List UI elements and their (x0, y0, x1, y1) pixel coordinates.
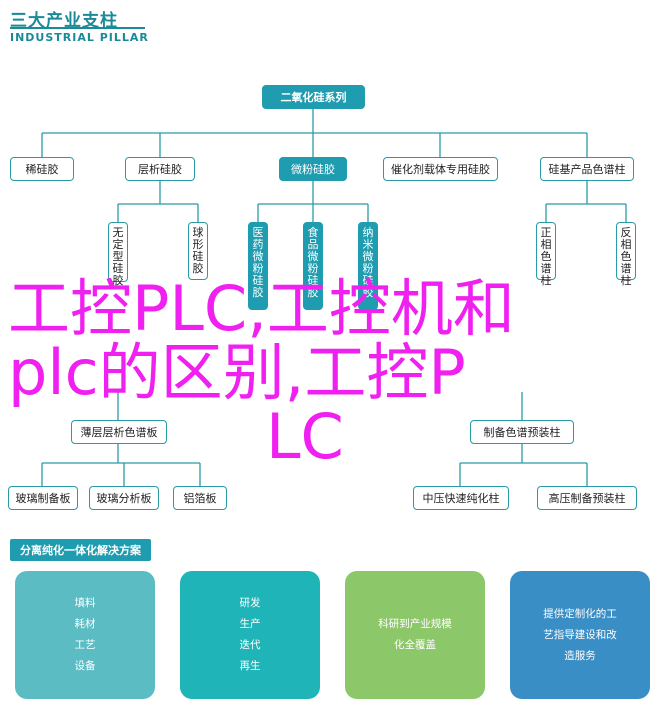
level2-node-reverse-phase-column: 反相色谱柱 (616, 222, 636, 287)
level2-node-pharma-micropowder: 医药微粉硅胶 (248, 222, 268, 310)
lower-left-child-glass-analysis-plate: 玻璃分析板 (89, 486, 159, 510)
card-line: 化全覆盖 (394, 639, 436, 651)
card-line: 设备 (74, 660, 96, 672)
lower-right-child-high-pressure-column: 高压制备预装柱 (537, 486, 637, 510)
overlay-title-line-3: LC (266, 400, 344, 473)
level1-node-silica-columns: 硅基产品色谱柱 (540, 157, 634, 181)
card-line: 提供定制化的工 (543, 607, 617, 620)
solution-card-coverage: 科研到产业规模 化全覆盖 (345, 571, 485, 699)
level1-node-catalyst-carrier-silica-gel: 催化剂载体专用硅胶 (383, 157, 498, 181)
solution-card-custom-service: 提供定制化的工 艺指导建设和改 造服务 (510, 571, 650, 699)
card-line: 工艺 (74, 639, 96, 651)
card-line: 科研到产业规模 (378, 618, 452, 630)
level2-node-spherical-silica: 球形硅胶 (188, 222, 208, 280)
lower-right-child-medium-pressure-column: 中压快速纯化柱 (413, 486, 509, 510)
solution-card-lifecycle: 研发 生产 迭代 再生 (180, 571, 320, 699)
diagram-root-node: 二氧化硅系列 (262, 85, 365, 109)
card-line: 研发 (239, 597, 261, 609)
overlay-title-line-2: plc的区别,工控P (8, 336, 466, 409)
connector-lines (41, 108, 627, 486)
card-line: 迭代 (239, 639, 261, 651)
brand-divider (10, 27, 145, 29)
lower-left-child-glass-prep-plate: 玻璃制备板 (8, 486, 78, 510)
level1-node-micropowder-silica-gel: 微粉硅胶 (279, 157, 347, 181)
card-line: 艺指导建设和改 (543, 628, 617, 641)
level2-node-nano-micropowder: 纳米微粉硅胶 (358, 222, 378, 310)
solution-card-materials: 填料 耗材 工艺 设备 (15, 571, 155, 699)
level2-node-normal-phase-column: 正相色谱柱 (536, 222, 556, 287)
solutions-section-title: 分离纯化一体化解决方案 (10, 539, 151, 561)
level2-node-amorphous-silica: 无定型硅胶 (108, 222, 128, 287)
brand-name-en: INDUSTRIAL PILLAR (10, 31, 149, 44)
lower-left-parent-node: 薄层层析色谱板 (71, 420, 167, 444)
overlay-title-line-1: 工控PLC,工控机和 (8, 272, 515, 345)
lower-right-parent-node: 制备色谱预装柱 (470, 420, 574, 444)
level1-node-chromatography-silica-gel: 层析硅胶 (125, 157, 195, 181)
card-line: 填料 (74, 597, 96, 609)
card-line: 生产 (239, 618, 261, 630)
card-line: 耗材 (74, 618, 96, 630)
lower-left-child-aluminum-foil-plate: 铝箔板 (173, 486, 227, 510)
card-line: 造服务 (564, 649, 596, 662)
level1-node-xi-silica-gel: 稀硅胶 (10, 157, 74, 181)
level2-node-food-micropowder: 食品微粉硅胶 (303, 222, 323, 310)
brand-name-cn: 三大产业支柱 (10, 11, 118, 31)
card-line: 再生 (239, 660, 261, 672)
